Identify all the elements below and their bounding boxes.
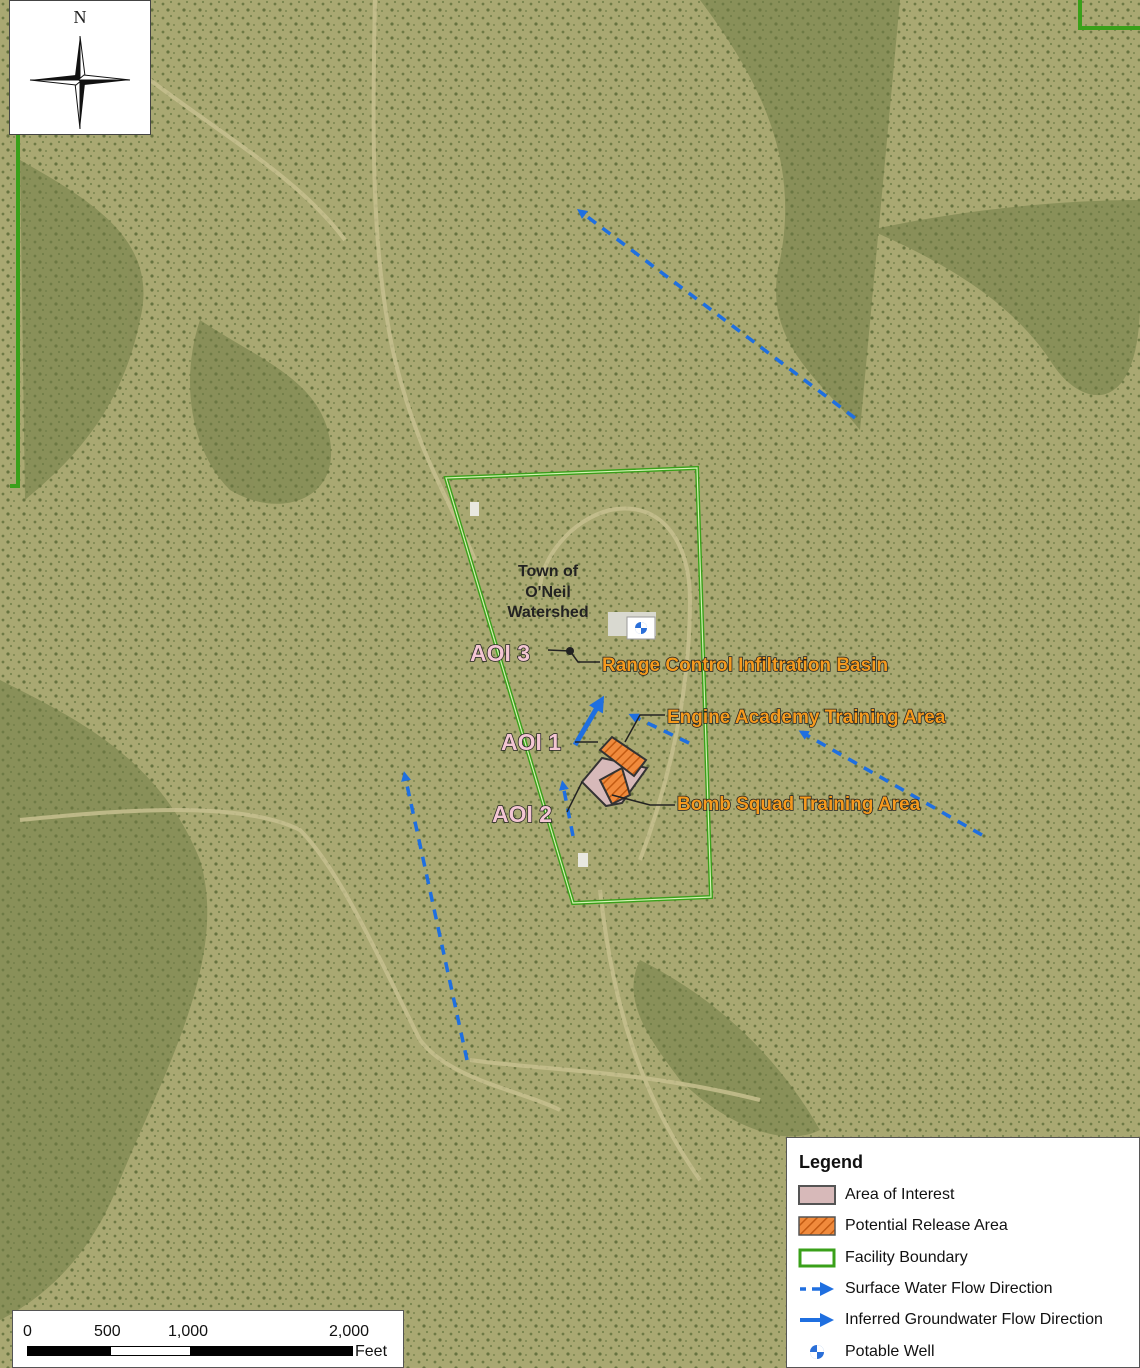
building xyxy=(470,502,479,516)
legend-item-potential-release-area: Potential Release Area xyxy=(797,1213,1008,1239)
dashed-arrow-icon xyxy=(800,1282,834,1296)
legend-label: Surface Water Flow Direction xyxy=(845,1280,1053,1297)
well-icon xyxy=(810,1345,824,1359)
aoi1-label: AOI 1 xyxy=(501,729,561,755)
scale-tick: 1,000 xyxy=(168,1323,209,1340)
scale-tick: 2,000 xyxy=(329,1323,370,1340)
solid-arrow-icon xyxy=(800,1313,834,1327)
legend-label: Potable Well xyxy=(845,1343,935,1360)
potential-release-area xyxy=(598,735,648,806)
engine-academy-label: Engine Academy Training Area xyxy=(667,707,946,728)
legend-label: Area of Interest xyxy=(845,1186,955,1203)
legend-item-facility-boundary: Facility Boundary xyxy=(797,1245,968,1271)
legend-panel: Legend Area of Interest Potential Releas… xyxy=(786,1137,1140,1368)
north-letter: N xyxy=(73,7,87,27)
bomb-squad-label: Bomb Squad Training Area xyxy=(677,794,921,815)
range-control-label: Range Control Infiltration Basin xyxy=(602,655,888,676)
legend-title: Legend xyxy=(799,1152,864,1172)
legend-item-area-of-interest: Area of Interest xyxy=(797,1182,954,1208)
scale-segment xyxy=(191,1346,353,1356)
green-outline-swatch-icon xyxy=(798,1248,836,1268)
legend-label: Inferred Groundwater Flow Direction xyxy=(845,1311,1103,1328)
building xyxy=(578,853,588,867)
aoi2-label: AOI 2 xyxy=(492,801,552,827)
vegetation-patches xyxy=(0,0,1140,1320)
hatched-orange-swatch-icon xyxy=(798,1216,836,1236)
scale-unit: Feet xyxy=(355,1343,388,1360)
watershed-label-line2: O'Neil xyxy=(525,584,571,601)
scale-bar: 0 500 1,000 2,000 Feet xyxy=(12,1310,404,1368)
compass-rose-icon xyxy=(29,35,131,130)
dirt-roads xyxy=(19,0,761,1182)
legend-label: Potential Release Area xyxy=(845,1217,1008,1234)
scale-segment xyxy=(110,1346,191,1356)
aoi3-label: AOI 3 xyxy=(470,640,530,666)
legend-item-surface-water-flow: Surface Water Flow Direction xyxy=(797,1276,1052,1302)
legend-item-groundwater-flow: Inferred Groundwater Flow Direction xyxy=(797,1307,1103,1333)
groundwater-flow-arrow xyxy=(572,695,605,747)
potable-well-icon xyxy=(626,616,656,640)
legend-label: Facility Boundary xyxy=(845,1249,968,1266)
label-leader-lines xyxy=(547,649,675,813)
scale-tick: 0 xyxy=(23,1323,32,1340)
scale-tick: 500 xyxy=(94,1323,121,1340)
scale-segment xyxy=(27,1346,110,1356)
watershed-label-line1: Town of xyxy=(518,563,579,580)
legend-item-potable-well: Potable Well xyxy=(797,1339,935,1365)
north-arrow: N xyxy=(9,0,151,135)
aoi-swatch-icon xyxy=(798,1185,836,1205)
watershed-label-line3: Watershed xyxy=(507,604,588,621)
